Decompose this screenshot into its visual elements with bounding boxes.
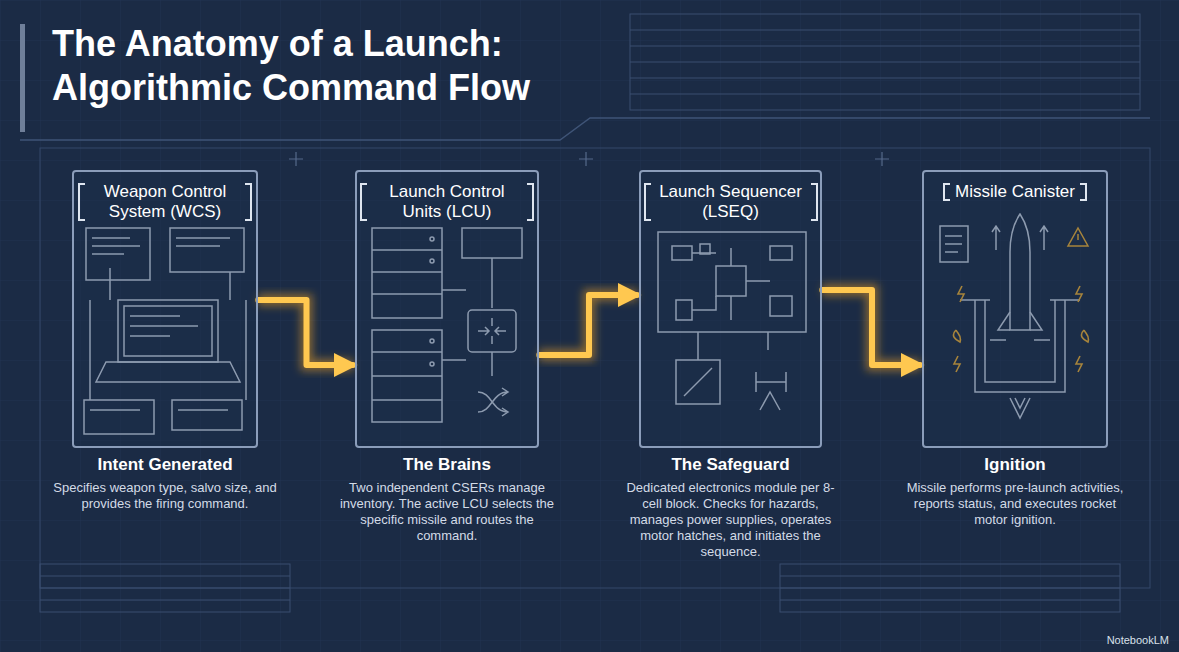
caption-body: Specifies weapon type, salvo size, and p… — [52, 480, 278, 512]
connector-glow — [539, 295, 637, 355]
caption-title: Intent Generated — [52, 454, 278, 476]
flow-arrow — [539, 295, 637, 355]
panel-heading: Missile Canister — [943, 182, 1087, 202]
panel-heading: Launch Sequencer (LSEQ) — [644, 182, 818, 222]
flow-arrow — [822, 290, 920, 365]
caption-block: Intent GeneratedSpecifies weapon type, s… — [52, 454, 278, 512]
caption-body: Dedicated electronics module per 8-cell … — [619, 480, 842, 560]
process-panel: Launch Control Units (LCU)The BrainsTwo … — [355, 170, 539, 448]
process-panel: Weapon Control System (WCS)Intent Genera… — [72, 170, 258, 448]
flow-arrow — [258, 300, 353, 365]
process-panel: Launch Sequencer (LSEQ)The SafeguardDedi… — [639, 170, 822, 448]
diagram-title: The Anatomy of a Launch: Algorithmic Com… — [52, 22, 612, 110]
panel-heading: Launch Control Units (LCU) — [360, 182, 534, 222]
caption-title: The Brains — [335, 454, 559, 476]
caption-body: Missile performs pre-launch activities, … — [902, 480, 1128, 528]
connector-glow — [258, 300, 353, 365]
caption-block: IgnitionMissile performs pre-launch acti… — [902, 454, 1128, 528]
flow-connector-group — [539, 295, 637, 355]
caption-title: The Safeguard — [619, 454, 842, 476]
connector-glow — [822, 290, 920, 365]
caption-block: The SafeguardDedicated electronics modul… — [619, 454, 842, 560]
flow-connector-group — [822, 290, 920, 365]
caption-body: Two independent CSERs manage inventory. … — [335, 480, 559, 544]
flow-connector-group — [258, 300, 353, 365]
caption-block: The BrainsTwo independent CSERs manage i… — [335, 454, 559, 544]
caption-title: Ignition — [902, 454, 1128, 476]
panel-heading: Weapon Control System (WCS) — [78, 182, 252, 222]
watermark: NotebookLM — [1107, 634, 1169, 646]
process-panel: Missile CanisterIgnitionMissile performs… — [922, 170, 1108, 448]
